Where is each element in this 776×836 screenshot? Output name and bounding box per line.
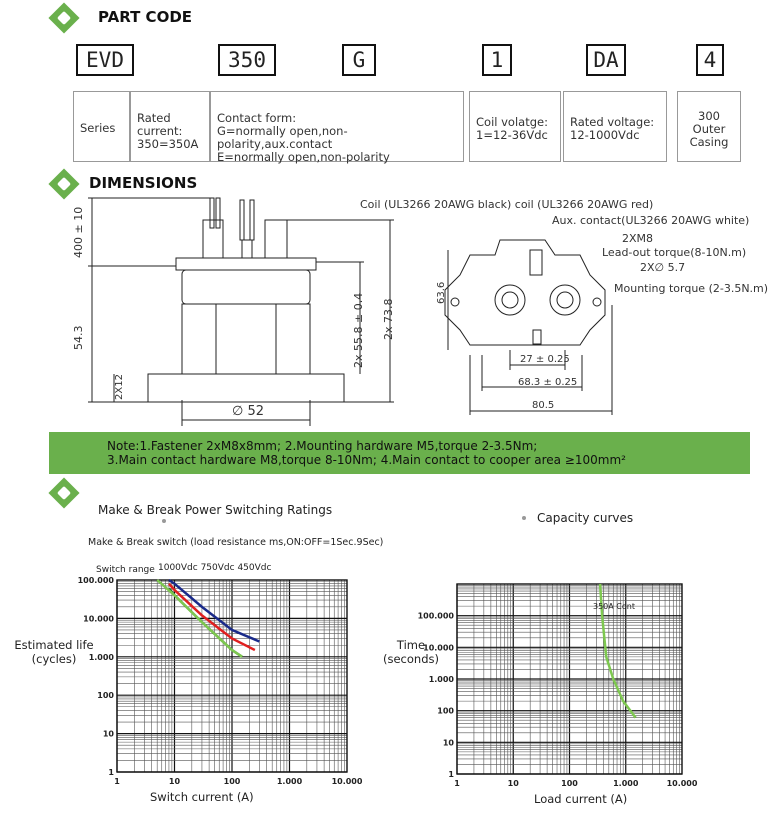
y-tick-label: 10.000 <box>423 643 454 652</box>
x-tick-label: 100 <box>561 779 578 788</box>
dim-55-8: 2x 55.8 ± 0.4 <box>352 292 365 368</box>
note-line-2: 3.Main contact hardware M8,torque 8-10Nm… <box>107 453 626 467</box>
switch-range-label: Switch range <box>96 565 155 575</box>
dim-68-3: 68.3 ± 0.25 <box>518 377 578 388</box>
x-tick-label: 1.000 <box>277 777 303 786</box>
left-ylabel: Estimated life (cycles) <box>14 638 94 666</box>
code-contact: G <box>342 44 376 76</box>
left-chart-title: Make & Break Power Switching Ratings <box>98 503 333 517</box>
code-voltage: DA <box>586 44 626 76</box>
code-casing: 4 <box>696 44 724 76</box>
y-tick-label: 100 <box>437 707 454 716</box>
y-tick-label: 10 <box>443 738 455 747</box>
desc-rated-current: Rated current: 350=350A <box>130 91 210 162</box>
coil-wire-label: Coil (UL3266 20AWG black) coil (UL3266 2… <box>360 198 654 211</box>
hole-label: 2X∅ 5.7 <box>640 261 686 274</box>
dim-52: ∅ 52 <box>232 404 264 419</box>
x-tick-label: 1 <box>114 777 120 786</box>
series-line <box>598 583 637 719</box>
left-chart-bullet <box>162 519 166 523</box>
left-xlabel: Switch current (A) <box>150 790 254 804</box>
y-tick-label: 1 <box>108 768 114 777</box>
plot-frame <box>116 579 348 773</box>
leadout-torque-label: Lead-out torque(8-10N.m) <box>602 246 747 259</box>
x-tick-label: 10 <box>169 777 181 786</box>
switching-ratings-chart: 1 10 100 1.000 10.000 1 10 100 1.000 10.000 100.00… <box>78 576 363 786</box>
y-tick-label: 1.000 <box>429 675 455 684</box>
right-ylabel: Time (seconds) <box>383 638 439 666</box>
notes-banner: Note:1.Fastener 2xM8x8mm; 2.Mounting har… <box>49 432 750 474</box>
desc-contact-form: Contact form: G=normally open,non-polari… <box>210 91 464 164</box>
dim-400: 400 ± 10 <box>72 206 85 258</box>
right-chart-bullet <box>522 516 526 520</box>
code-coil: 1 <box>482 44 512 76</box>
dimensions-title: DIMENSIONS <box>89 174 198 192</box>
dim-80-5: 80.5 <box>532 400 555 411</box>
code-series: EVD <box>76 44 134 76</box>
y-tick-label: 1.000 <box>89 653 115 662</box>
x-tick-label: 100 <box>224 777 241 786</box>
side-view-drawing <box>88 197 394 426</box>
x-tick-label: 10 <box>508 779 520 788</box>
y-tick-label: 100.000 <box>78 576 115 585</box>
plot-frame <box>456 583 683 775</box>
dim-54-3: 54.3 <box>72 325 85 351</box>
series-line <box>156 579 243 658</box>
desc-casing: 300 Outer Casing <box>677 91 741 162</box>
mounting-torque-label: Mounting torque (2-3.5N.m) <box>614 282 769 295</box>
desc-coil-voltage: Coil volatge: 1=12-36Vdc <box>469 91 561 162</box>
series-line <box>168 578 260 643</box>
wire <box>209 197 215 229</box>
code-current: 350 <box>218 44 276 76</box>
dim-2x12: 2X12 <box>114 374 125 400</box>
y-tick-label: 10.000 <box>83 614 114 623</box>
y-tick-label: 100 <box>97 691 114 700</box>
section-icon <box>48 2 80 34</box>
right-xlabel: Load current (A) <box>534 792 628 806</box>
series-line <box>167 587 243 658</box>
x-tick-label: 1.000 <box>613 779 639 788</box>
x-tick-label: 1 <box>454 779 460 788</box>
dim-63-6: 63.6 <box>436 281 447 304</box>
dim-73-8: 2x 73.8 <box>382 298 395 341</box>
y-tick-label: 10 <box>103 730 115 739</box>
capacity-curves-chart: 1 10 100 1.000 10.000 1 10 100 1.000 10.000 100.00… <box>418 583 698 788</box>
series-label: 350A Cont <box>593 602 635 611</box>
desc-series: Series <box>73 91 130 162</box>
note-line-1: Note:1.Fastener 2xM8x8mm; 2.Mounting har… <box>107 439 538 453</box>
part-code-title: PART CODE <box>98 8 193 26</box>
left-chart-subtitle: Make & Break switch (load resistance ms,… <box>88 537 384 548</box>
right-chart-title: Capacity curves <box>537 511 634 525</box>
y-tick-label: 100.000 <box>418 612 455 621</box>
top-view-drawing <box>444 239 613 415</box>
section-icon <box>48 477 80 509</box>
xm8-label: 2XM8 <box>622 232 654 245</box>
y-tick-label: 1 <box>448 770 454 779</box>
aux-contact-label: Aux. contact(UL3266 20AWG white) <box>552 214 750 227</box>
x-tick-label: 10.000 <box>667 779 698 788</box>
x-tick-label: 10.000 <box>332 777 363 786</box>
voltage-legend: 1000Vdc 750Vdc 450Vdc <box>158 563 272 573</box>
desc-rated-voltage: Rated voltage: 12-1000Vdc <box>563 91 667 162</box>
dim-27: 27 ± 0.25 <box>520 354 570 365</box>
series-line <box>167 582 256 652</box>
